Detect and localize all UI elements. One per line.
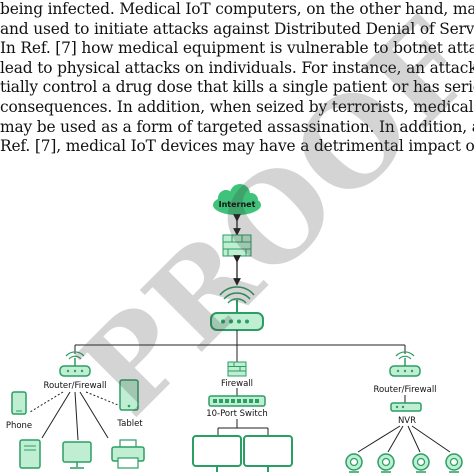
monitor-icon [243,435,293,472]
camera-icon [412,453,430,473]
paragraph-line: In Ref. [7] how medical equipment is vul… [0,39,474,58]
monitor-icon [192,435,242,472]
wired-link [74,391,79,441]
wired-link [407,425,421,453]
tablet-icon [119,379,139,411]
phone-icon [11,391,27,415]
nvr-label: NVR [398,416,416,426]
internet-cloud-icon [213,184,261,215]
switch-icon [208,395,266,407]
phone-label: Phone [6,421,32,431]
wired-link [387,425,404,453]
desktop-tower-icon [19,439,41,469]
wired-link [411,425,451,453]
paragraph-line: lead to physical attacks on individuals.… [0,58,474,77]
nvr-icon [390,402,422,412]
monitor-icon [62,441,92,469]
paragraph-line: being infected. Medical IoT computers, o… [0,0,474,18]
firewall-icon [222,234,252,257]
wireless-link [29,391,64,413]
body-paragraph: being infected. Medical IoT computers, o… [0,0,474,157]
left-router-label: Router/Firewall [43,381,106,391]
right-router-label: Router/Firewall [373,385,436,395]
paragraph-line: may be used as a form of targeted assass… [0,117,474,136]
camera-icon [377,453,395,473]
main-router-icon [210,286,264,331]
middle-firewall-icon [227,361,247,377]
wired-link [357,425,401,453]
switch-label: 10-Port Switch [206,409,268,419]
paragraph-line: tially control a drug dose that kills a … [0,78,474,97]
paragraph-line: Ref. [7], medical IoT devices may have a… [0,137,474,156]
paragraph-line: and used to initiate attacks against Dis… [0,19,474,38]
internet-label: Internet [219,200,256,209]
printer-icon [111,439,145,469]
wired-link [79,391,109,439]
camera-icon [345,453,363,473]
left-router-icon [59,351,91,377]
camera-icon [445,453,463,473]
right-router-icon [389,351,421,377]
wired-link [41,391,71,439]
tablet-label: Tablet [116,419,143,429]
paragraph-line: consequences. In addition, when seized b… [0,97,474,116]
firewall-label: Firewall [221,379,253,389]
wireless-link [85,391,119,406]
